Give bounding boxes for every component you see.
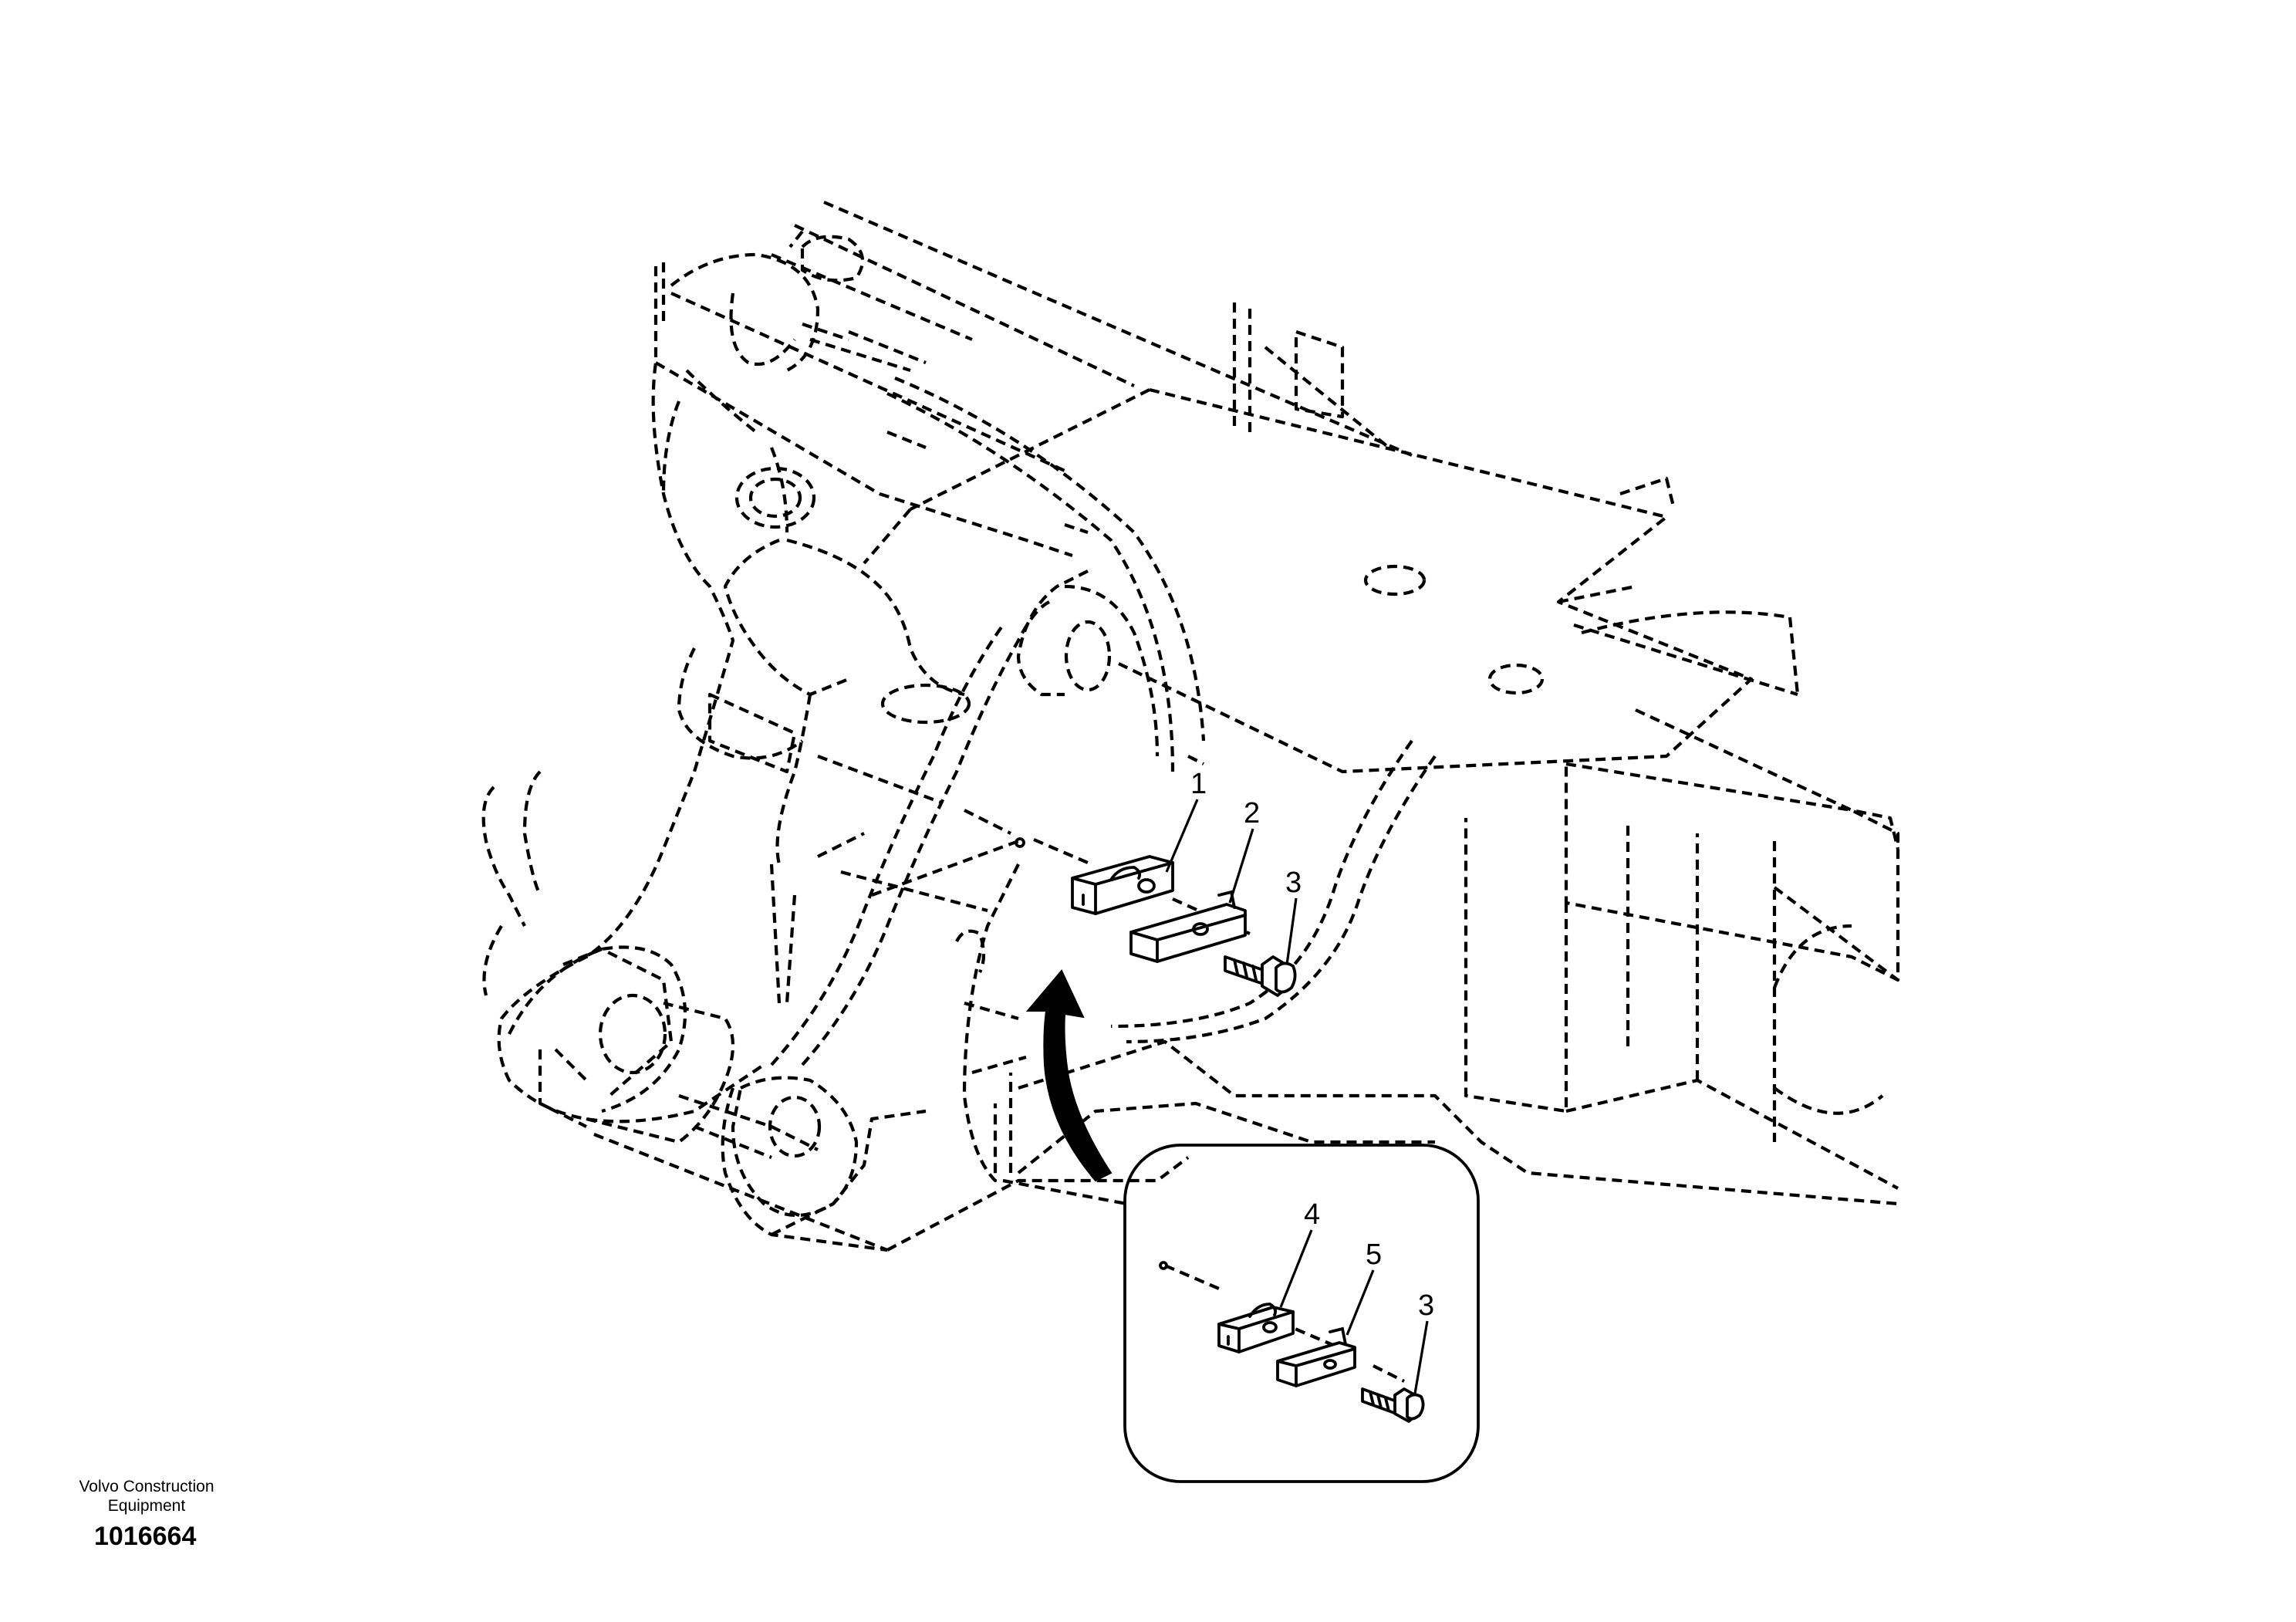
leader-5: [1346, 1269, 1375, 1336]
drawing-number: 1016664: [94, 1522, 197, 1551]
clamp-half-part-4: [1217, 1303, 1295, 1353]
clamp-plate-part-2: [1129, 890, 1247, 963]
leader-3-detail: [1413, 1320, 1429, 1394]
leader-lines: [1165, 799, 1429, 1394]
company-name: Volvo Construction Equipment: [46, 1477, 247, 1516]
bolt-part-3-detail: [1361, 1387, 1425, 1423]
callout-5: 5: [1366, 1238, 1382, 1271]
callout-2: 2: [1244, 797, 1260, 830]
company-name-line-2: Equipment: [107, 1497, 186, 1515]
bolt-hole-marker: [1015, 837, 1025, 848]
clamp-plate-part-5: [1276, 1326, 1356, 1387]
callout-4: 4: [1304, 1198, 1320, 1231]
boom-bracket-outline: [481, 252, 1190, 1252]
company-name-line-1: Volvo Construction: [79, 1478, 214, 1495]
callout-3-detail: 3: [1418, 1289, 1434, 1322]
machine-frame-outline: [661, 201, 1900, 1206]
leader-2: [1228, 828, 1254, 904]
callout-3: 3: [1285, 867, 1302, 899]
leader-1: [1165, 799, 1199, 873]
callout-1: 1: [1190, 768, 1207, 800]
detail-inset: [1123, 1144, 1480, 1483]
clamp-half-part-1: [1071, 855, 1174, 915]
leader-4: [1279, 1229, 1313, 1308]
callout-labels: 1 2 3 4 5 3: [1190, 768, 1434, 1322]
hose-clamp-assembly: [1015, 837, 1297, 997]
detail-arrow: [1025, 969, 1113, 1182]
leader-3: [1285, 897, 1298, 965]
bolt-part-3: [1224, 955, 1297, 997]
